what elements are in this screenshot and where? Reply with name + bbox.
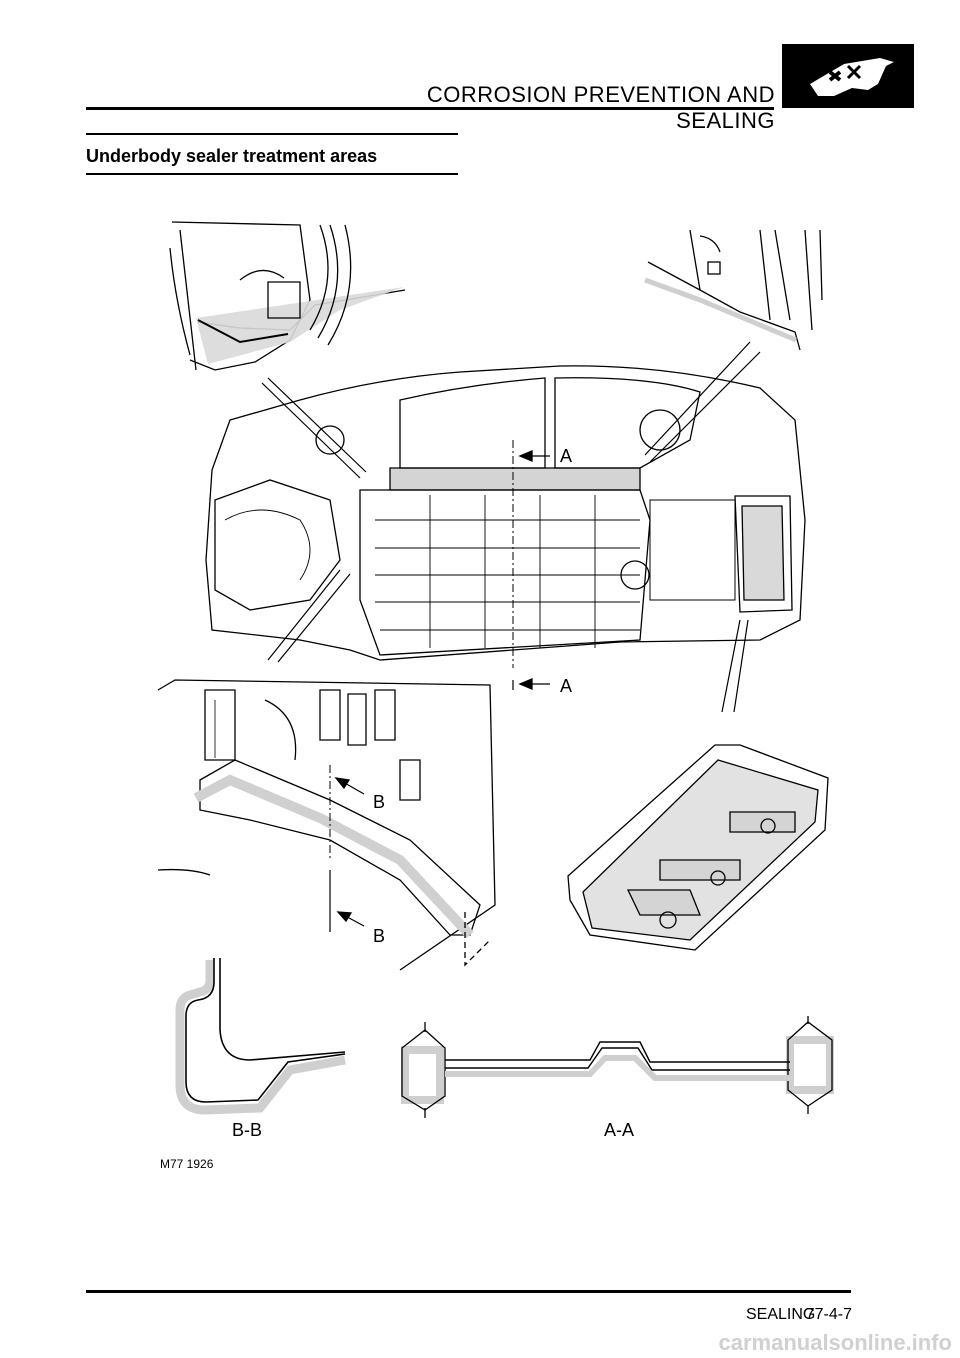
caption-section-bb: B-B [232, 1120, 262, 1140]
header-rule [86, 107, 774, 110]
watermark: carmanualsonline.info [718, 1330, 953, 1355]
caption-section-aa: A-A [604, 1120, 634, 1140]
footer-page-number: 77-4-7 [805, 1306, 852, 1323]
footer-rule [86, 1290, 851, 1293]
section-marker-b-top: B [373, 792, 385, 812]
vehicle-underbody [205, 365, 806, 661]
rear-sill-detail [644, 229, 823, 351]
section-bb [175, 958, 346, 1115]
section-marker-b-bottom: B [373, 926, 385, 946]
sill-section-detail [157, 679, 496, 971]
section-rule-top [86, 133, 458, 135]
section-rule-bottom [86, 173, 458, 175]
underbody-tray-detail [567, 744, 829, 951]
wading-vehicle-icon [782, 44, 914, 108]
underbody-illustration: A A B B B-B A-A M77 1926 [157, 221, 834, 1171]
footer-section-label: SEALING [746, 1306, 816, 1323]
figure-id: M77 1926 [160, 1157, 214, 1171]
section-marker-a-bottom: A [560, 676, 572, 696]
page-header-title: CORROSION PREVENTION AND SEALING [426, 82, 775, 133]
section-title: Underbody sealer treatment areas [86, 146, 378, 166]
front-wheel-arch-detail [169, 221, 406, 371]
section-marker-a-top: A [560, 446, 572, 466]
section-aa [401, 1016, 834, 1118]
